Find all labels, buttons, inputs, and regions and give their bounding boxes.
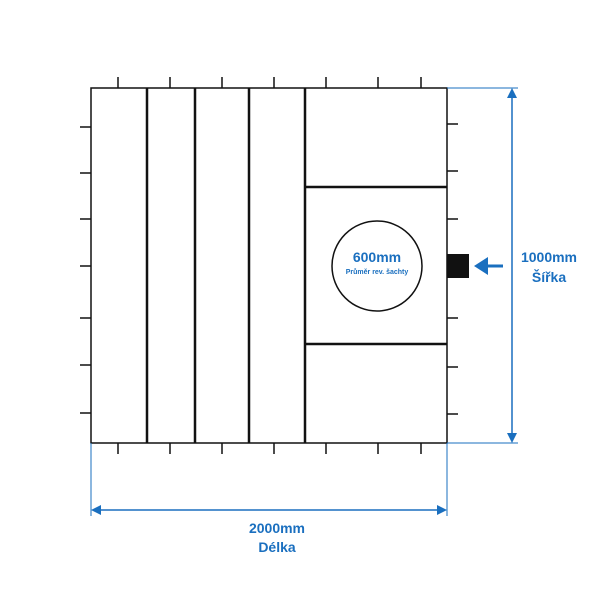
bottom-eyelets (117, 443, 422, 454)
length-name-label: Délka (258, 539, 296, 555)
top-eyelets (117, 77, 422, 88)
right-eyelets (447, 123, 458, 415)
width-name-label: Šířka (532, 268, 566, 285)
width-value-label: 1000mm (521, 249, 577, 265)
length-value-label: 2000mm (249, 520, 305, 536)
connector-block (447, 254, 469, 278)
length-dimension-line (90, 443, 448, 516)
left-eyelets (80, 126, 91, 414)
shaft-circle (331, 220, 423, 312)
shaft-caption: Průměr rev. šachty (346, 268, 409, 276)
width-dimension-line (447, 87, 518, 444)
shaft-diameter-label: 600mm (353, 249, 401, 265)
connector-arrow (474, 257, 503, 275)
